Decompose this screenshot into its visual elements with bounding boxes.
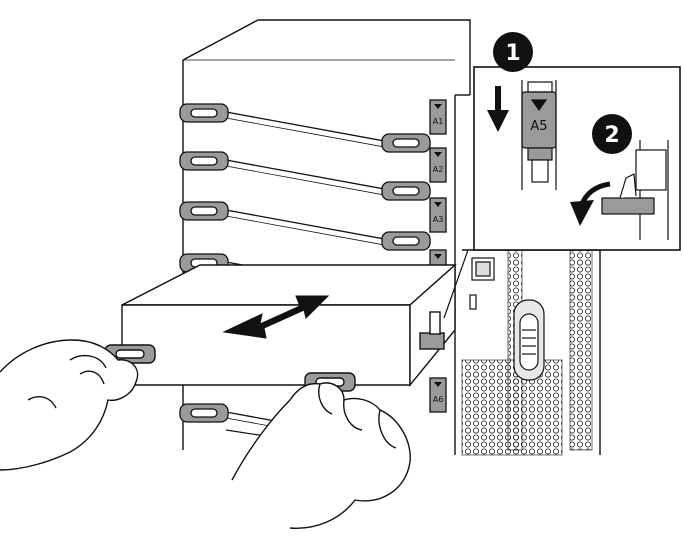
- a5-latch-illustration: [521, 80, 557, 190]
- latch-open-illustration: [601, 140, 669, 240]
- vent-grid: [461, 249, 593, 456]
- step-2-badge: 2: [592, 114, 632, 154]
- module-being-inserted: [104, 263, 457, 392]
- left-hand: [0, 339, 139, 471]
- slot-label: A2: [433, 165, 444, 174]
- slot-left-handle: [179, 201, 229, 221]
- module-slot: A2: [179, 147, 447, 201]
- latch-callout: A5 1 2: [443, 32, 681, 319]
- slot-latch-tab: A2: [429, 147, 447, 183]
- slot-right-handle: [381, 231, 431, 251]
- slot-label: A3: [433, 215, 444, 224]
- step-1-badge: 1: [493, 32, 533, 72]
- slot-left-handle: [179, 403, 229, 423]
- front-panel-details: [469, 257, 545, 381]
- step-1-number: 1: [505, 41, 520, 66]
- slot-latch-tab: A6: [429, 377, 447, 413]
- right-hand: [231, 382, 411, 529]
- module-slot: A3: [179, 197, 447, 251]
- slide-direction-arrow: [222, 295, 330, 339]
- slot-right-handle: [381, 133, 431, 153]
- slot-left-handle: [179, 103, 229, 123]
- slot-latch-tab: A3: [429, 197, 447, 233]
- slot-label: A1: [433, 117, 444, 126]
- slot-label-a5: A5: [530, 119, 547, 134]
- module-slot: A1: [179, 99, 447, 153]
- module-latch: [419, 311, 445, 350]
- installed-modules: A1A2A3A4A6: [179, 99, 447, 456]
- slot-left-handle: [179, 151, 229, 171]
- step-2-number: 2: [604, 123, 619, 148]
- slot-label: A6: [433, 395, 444, 404]
- push-down-arrow: [487, 86, 509, 132]
- slot-right-handle: [381, 181, 431, 201]
- slot-latch-tab: A1: [429, 99, 447, 135]
- callout-leader-line: [443, 249, 469, 319]
- rotate-latch-arrow: [570, 181, 611, 226]
